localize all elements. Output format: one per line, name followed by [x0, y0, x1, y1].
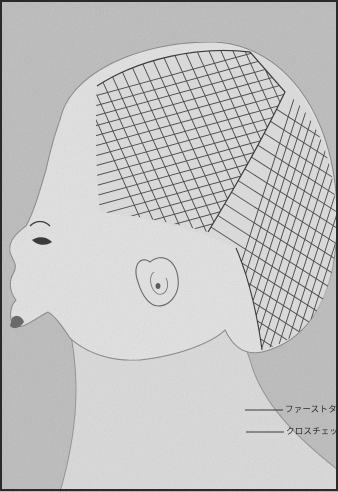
callout-label-first-touch: ファーストタッチ	[285, 405, 338, 415]
callout-label-cross-check: クロスチェック	[286, 427, 338, 437]
